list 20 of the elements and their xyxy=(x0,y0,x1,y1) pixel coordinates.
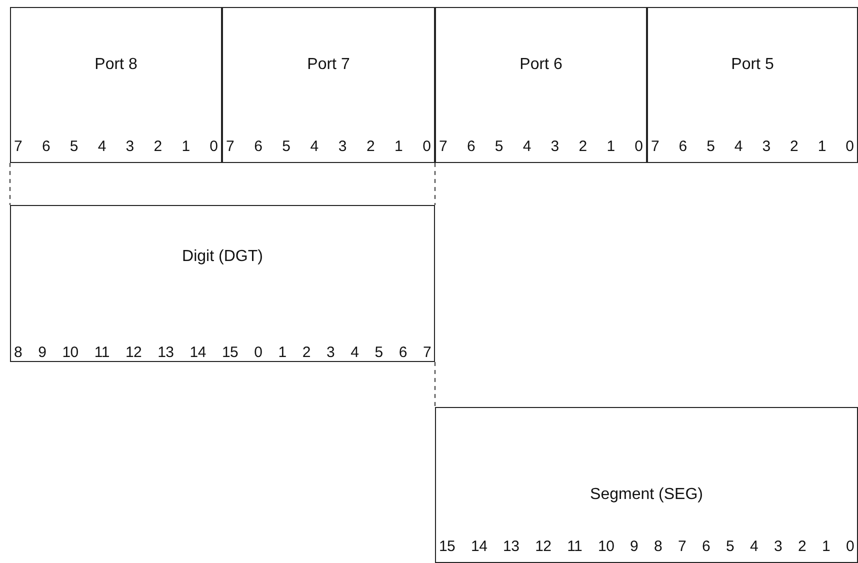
port-box xyxy=(222,7,435,163)
register-name: Segment (SEG) xyxy=(590,486,703,504)
port-box xyxy=(647,7,858,163)
register-box xyxy=(10,205,435,362)
port-box xyxy=(10,7,222,163)
dashed-connector xyxy=(434,162,436,206)
register-box xyxy=(435,407,858,563)
bit-numbers: 7 6 5 4 3 2 1 0 xyxy=(439,138,643,155)
register-name: Digit (DGT) xyxy=(182,248,263,266)
bit-numbers: 7 6 5 4 3 2 1 0 xyxy=(651,138,854,155)
bit-numbers: 7 6 5 4 3 2 1 0 xyxy=(14,138,218,155)
register-name: Port 8 xyxy=(94,56,138,74)
bit-numbers: 7 6 5 4 3 2 1 0 xyxy=(226,138,431,155)
register-name: Port 5 xyxy=(731,56,774,74)
port-box xyxy=(435,7,647,163)
dashed-connector xyxy=(434,362,436,408)
register-name: Port 6 xyxy=(520,56,562,74)
register-name: Port 7 xyxy=(307,56,350,74)
bit-numbers: 8 9 10 11 12 13 14 15 0 1 2 3 4 5 6 7 xyxy=(14,344,431,361)
bit-numbers: 15 14 13 12 11 10 9 8 7 6 5 4 3 2 1 0 xyxy=(439,538,854,555)
